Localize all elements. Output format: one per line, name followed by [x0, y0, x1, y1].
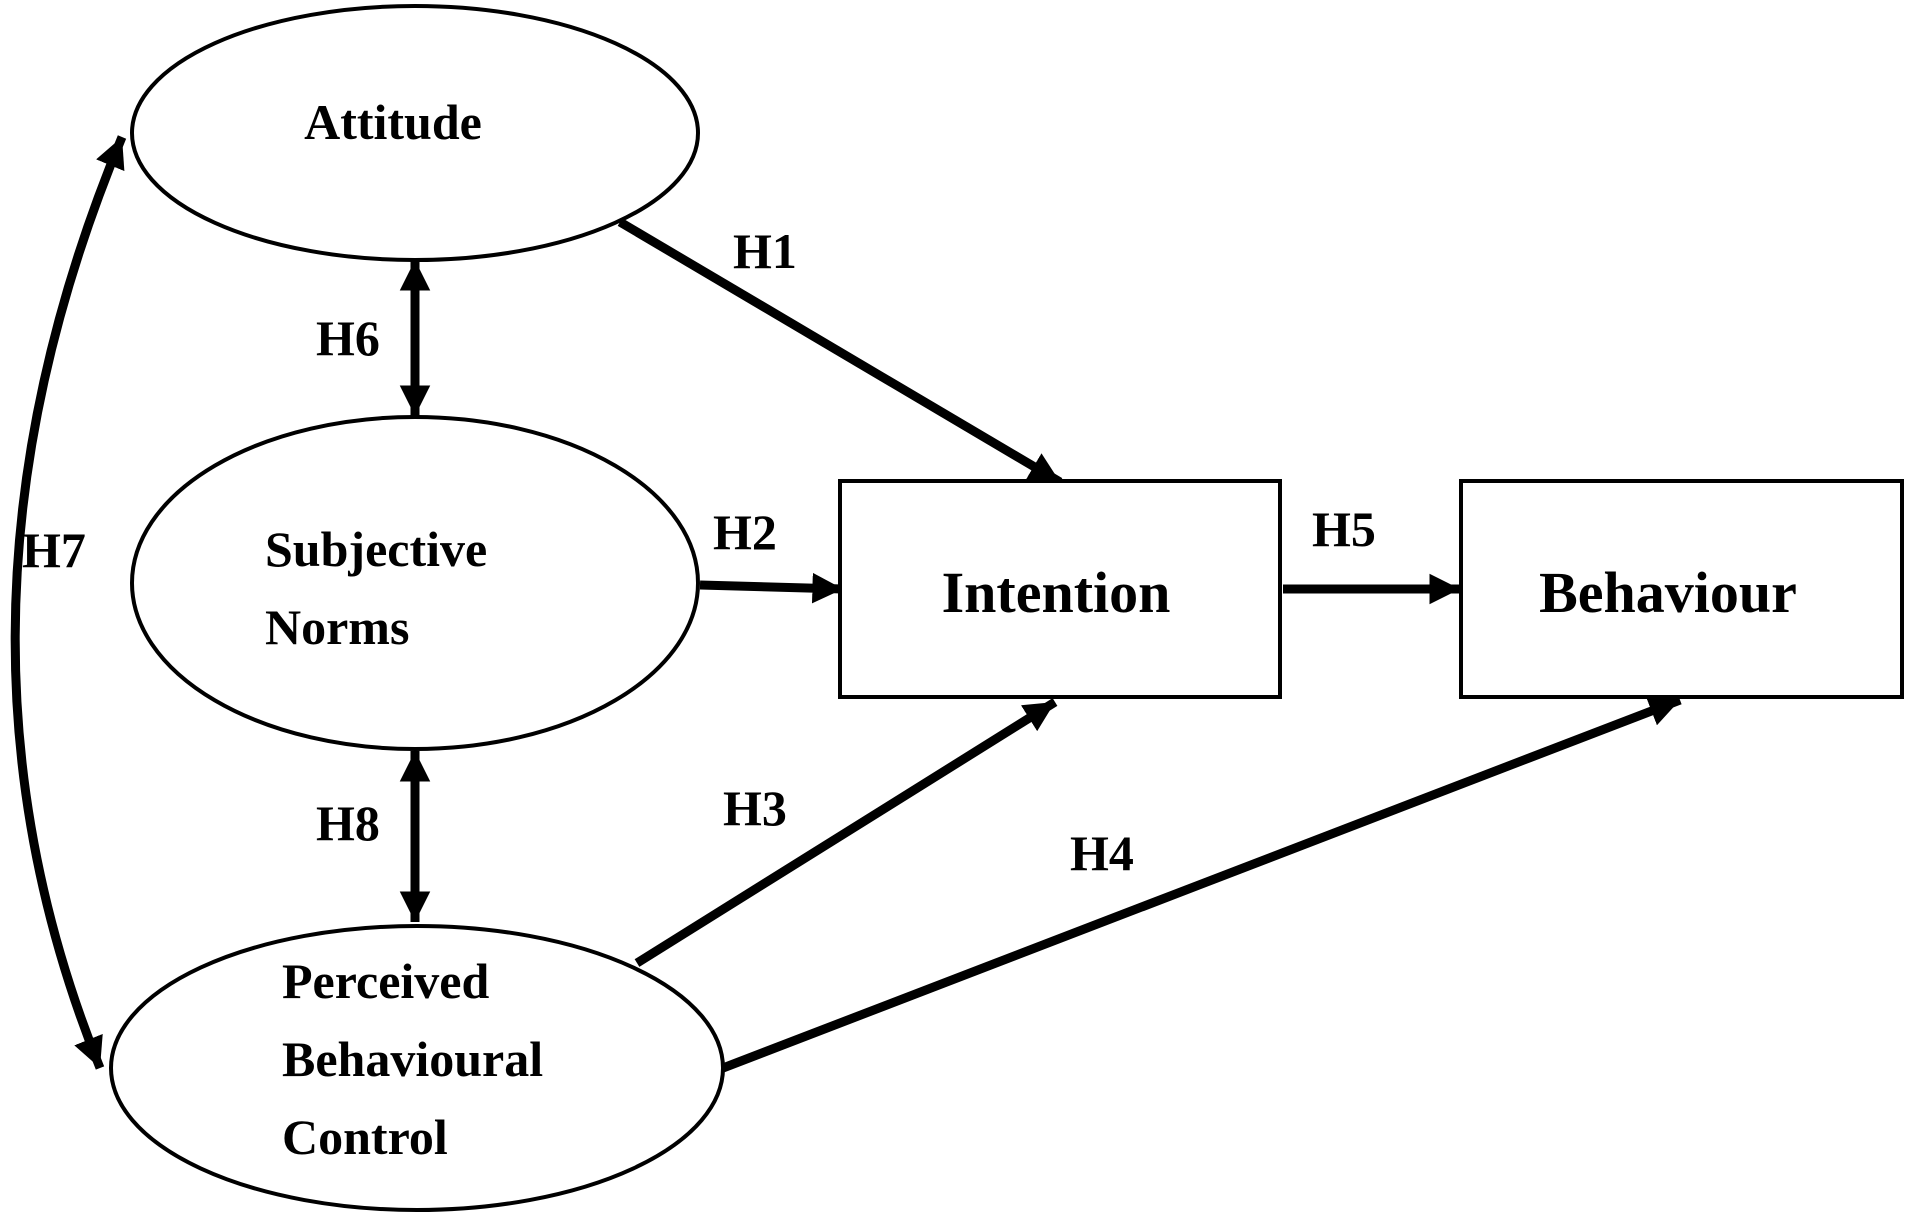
edge-h1-arrow [617, 218, 1063, 486]
node-subjective-norms-label: Subjective Norms [265, 521, 500, 655]
node-attitude: Attitude [130, 4, 700, 262]
node-intention: Intention [838, 479, 1282, 699]
edge-h5: H5 [1283, 501, 1460, 605]
edge-h1-label: H1 [733, 223, 797, 279]
edges: H1 H2 H3 H4 H5 H6 H7 [10, 135, 1682, 1073]
edge-h8: H8 [316, 751, 431, 922]
edge-h8-label: H8 [316, 795, 380, 851]
node-behaviour: Behaviour [1459, 479, 1904, 699]
nodes: Attitude Subjective Norms Perceived Beha… [109, 4, 1904, 1212]
node-attitude-label: Attitude [304, 94, 482, 150]
edge-h6-label: H6 [316, 310, 380, 366]
edge-h5-label: H5 [1312, 501, 1376, 557]
node-attitude-oval [130, 4, 700, 262]
node-perceived-behavioural-control-oval [109, 924, 725, 1212]
edge-h3-arrow [634, 698, 1058, 967]
edge-h4: H4 [721, 695, 1682, 1073]
edge-h2-arrow [699, 572, 844, 604]
node-subjective-norms: Subjective Norms [130, 415, 700, 751]
node-intention-box [838, 479, 1282, 699]
edge-h4-arrow [721, 695, 1682, 1073]
node-subjective-norms-oval [130, 415, 700, 751]
edge-h4-label: H4 [1070, 825, 1134, 881]
edge-h2-label: H2 [713, 504, 777, 560]
edge-h7-arrow [10, 135, 127, 1070]
edge-h1: H1 [617, 218, 1063, 486]
edge-h7: H7 [10, 135, 127, 1070]
node-behaviour-label: Behaviour [1539, 560, 1797, 625]
node-perceived-behavioural-control: Perceived Behavioural Control [109, 924, 725, 1212]
node-perceived-behavioural-control-label: Perceived Behavioural Control [282, 953, 556, 1165]
node-intention-label: Intention [942, 560, 1171, 625]
edge-h3-label: H3 [723, 780, 787, 836]
edge-h7-label: H7 [22, 522, 86, 578]
edge-h3: H3 [634, 698, 1058, 967]
node-behaviour-box [1459, 479, 1904, 699]
edge-h6: H6 [316, 260, 431, 416]
edge-h2: H2 [699, 504, 844, 604]
